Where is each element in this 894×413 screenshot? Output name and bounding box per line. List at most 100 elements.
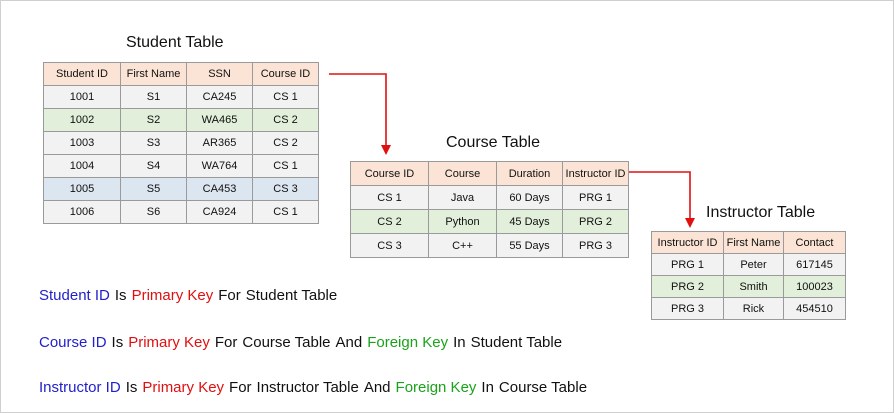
student-cell: AR365: [186, 131, 253, 155]
student-cell: 1001: [43, 85, 121, 109]
instructor-cell: Rick: [723, 297, 784, 320]
student-cell: 1006: [43, 200, 121, 224]
instructor-cell: 617145: [783, 253, 846, 276]
course-cell: PRG 3: [562, 233, 629, 258]
student-cell: CA924: [186, 200, 253, 224]
student-cell: CA453: [186, 177, 253, 201]
statement-word: Foreign Key: [367, 334, 449, 351]
student-table-title: Student Table: [126, 34, 224, 51]
statement-word: For: [229, 379, 252, 396]
arrow-course-to-instructor: [629, 171, 695, 228]
student-column-header: First Name: [120, 62, 187, 86]
course-cell: CS 1: [350, 185, 429, 210]
statement-word: Instructor Table: [256, 379, 359, 396]
statement-word: And: [335, 334, 363, 351]
course-cell: CS 3: [350, 233, 429, 258]
course-cell: 55 Days: [496, 233, 563, 258]
instructor-column-header: Instructor ID: [651, 231, 724, 254]
course-cell: Java: [428, 185, 497, 210]
statement-word: In: [453, 334, 466, 351]
student-cell: 1005: [43, 177, 121, 201]
student-cell: CS 1: [252, 154, 319, 178]
statement-word: Foreign Key: [395, 379, 477, 396]
statement-word: Student Table: [470, 334, 563, 351]
statement-word: Instructor ID: [39, 379, 121, 396]
statement-word: Student Table: [245, 287, 338, 304]
student-cell: WA465: [186, 108, 253, 132]
course-cell: PRG 1: [562, 185, 629, 210]
arrow-student-to-course: [329, 73, 391, 155]
student-column-header: Student ID: [43, 62, 121, 86]
statement-word: Primary Key: [128, 334, 210, 351]
statement-word: Primary Key: [131, 287, 214, 304]
statement-word: For: [218, 287, 241, 304]
statement-word: Is: [114, 287, 127, 304]
course-column-header: Instructor ID: [562, 161, 629, 186]
student-cell: S3: [120, 131, 187, 155]
statement-word: In: [481, 379, 494, 396]
student-cell: S4: [120, 154, 187, 178]
course-cell: PRG 2: [562, 209, 629, 234]
student-cell: S2: [120, 108, 187, 132]
student-column-header: SSN: [186, 62, 253, 86]
student-cell: 1003: [43, 131, 121, 155]
student-cell: S6: [120, 200, 187, 224]
course-column-header: Course: [428, 161, 497, 186]
student-cell: S1: [120, 85, 187, 109]
course-cell: 60 Days: [496, 185, 563, 210]
student-column-header: Course ID: [252, 62, 319, 86]
instructor-column-header: Contact: [783, 231, 846, 254]
statement-word: Course Table: [242, 334, 331, 351]
instructor-table-title: Instructor Table: [706, 204, 816, 221]
statement-word: For: [214, 334, 238, 351]
course-cell: Python: [428, 209, 497, 234]
course-column-header: Duration: [496, 161, 563, 186]
statement-word: Primary Key: [142, 379, 225, 396]
instructor-cell: Peter: [723, 253, 784, 276]
instructor-cell: PRG 3: [651, 297, 724, 320]
instructor-cell: 454510: [783, 297, 846, 320]
course-column-header: Course ID: [350, 161, 429, 186]
instructor-cell: PRG 1: [651, 253, 724, 276]
student-cell: CS 1: [252, 200, 319, 224]
statement-word: Is: [125, 379, 138, 396]
statement-word: Is: [111, 334, 124, 351]
statement-word: Course ID: [39, 334, 107, 351]
student-cell: CS 1: [252, 85, 319, 109]
instructor-cell: Smith: [723, 275, 784, 298]
course-cell: 45 Days: [496, 209, 563, 234]
course-cell: C++: [428, 233, 497, 258]
student-cell: 1002: [43, 108, 121, 132]
student-cell: CS 2: [252, 108, 319, 132]
student-cell: CS 3: [252, 177, 319, 201]
statement-word: Course Table: [498, 379, 588, 396]
statement-word: Student ID: [39, 287, 110, 304]
course-cell: CS 2: [350, 209, 429, 234]
student-cell: CA245: [186, 85, 253, 109]
